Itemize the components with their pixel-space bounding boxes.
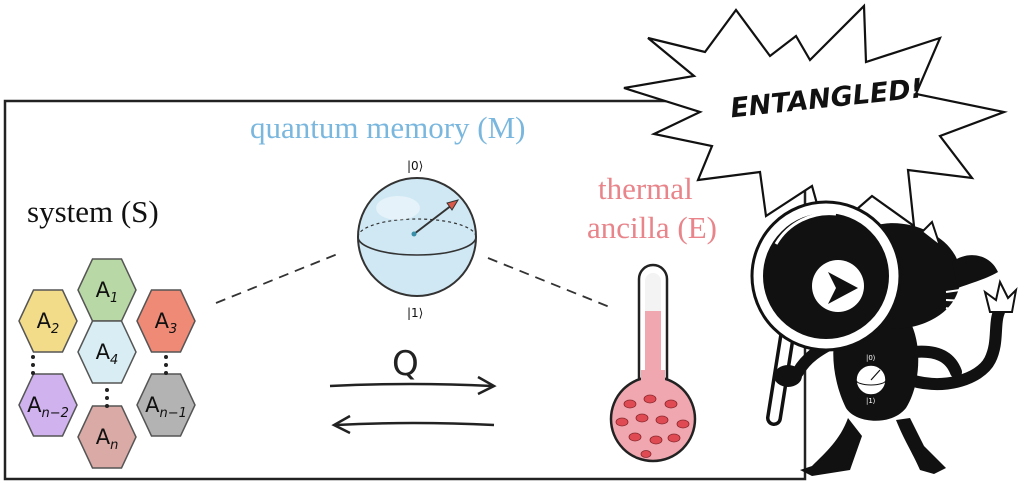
ancilla-label: ancilla (E) [587, 210, 717, 245]
q-symbol: Q [392, 344, 419, 384]
demon-illustration: |0⟩ |1⟩ [750, 200, 1018, 476]
svg-text:|1⟩: |1⟩ [866, 397, 876, 405]
hexagon-a2: A2 [18, 289, 78, 353]
ellipsis-dots [31, 355, 168, 408]
thermometer [609, 263, 697, 463]
thermal-label: thermal [598, 171, 693, 206]
dashed-link-right [487, 257, 613, 309]
hexagon-a5: An−2 [18, 373, 78, 437]
ket-zero-label: |0⟩ [407, 159, 423, 173]
hexagon-a6: An−1 [136, 373, 196, 437]
hexagon-a7: An [77, 405, 137, 469]
hexagon-a3: A3 [136, 289, 196, 353]
svg-text:|0⟩: |0⟩ [866, 354, 876, 362]
hexagon-a1: A1 [77, 258, 137, 322]
dashed-link-left [215, 252, 341, 304]
backward-arrow [331, 414, 495, 435]
system-label: system (S) [27, 194, 159, 229]
bloch-sphere [357, 177, 477, 297]
quantum-memory-label: quantum memory (M) [250, 110, 526, 145]
entangled-burst [623, 3, 1008, 238]
ket-one-label: |1⟩ [407, 306, 423, 320]
forward-arrow [329, 375, 497, 396]
hexagon-a4: A4 [77, 320, 137, 384]
